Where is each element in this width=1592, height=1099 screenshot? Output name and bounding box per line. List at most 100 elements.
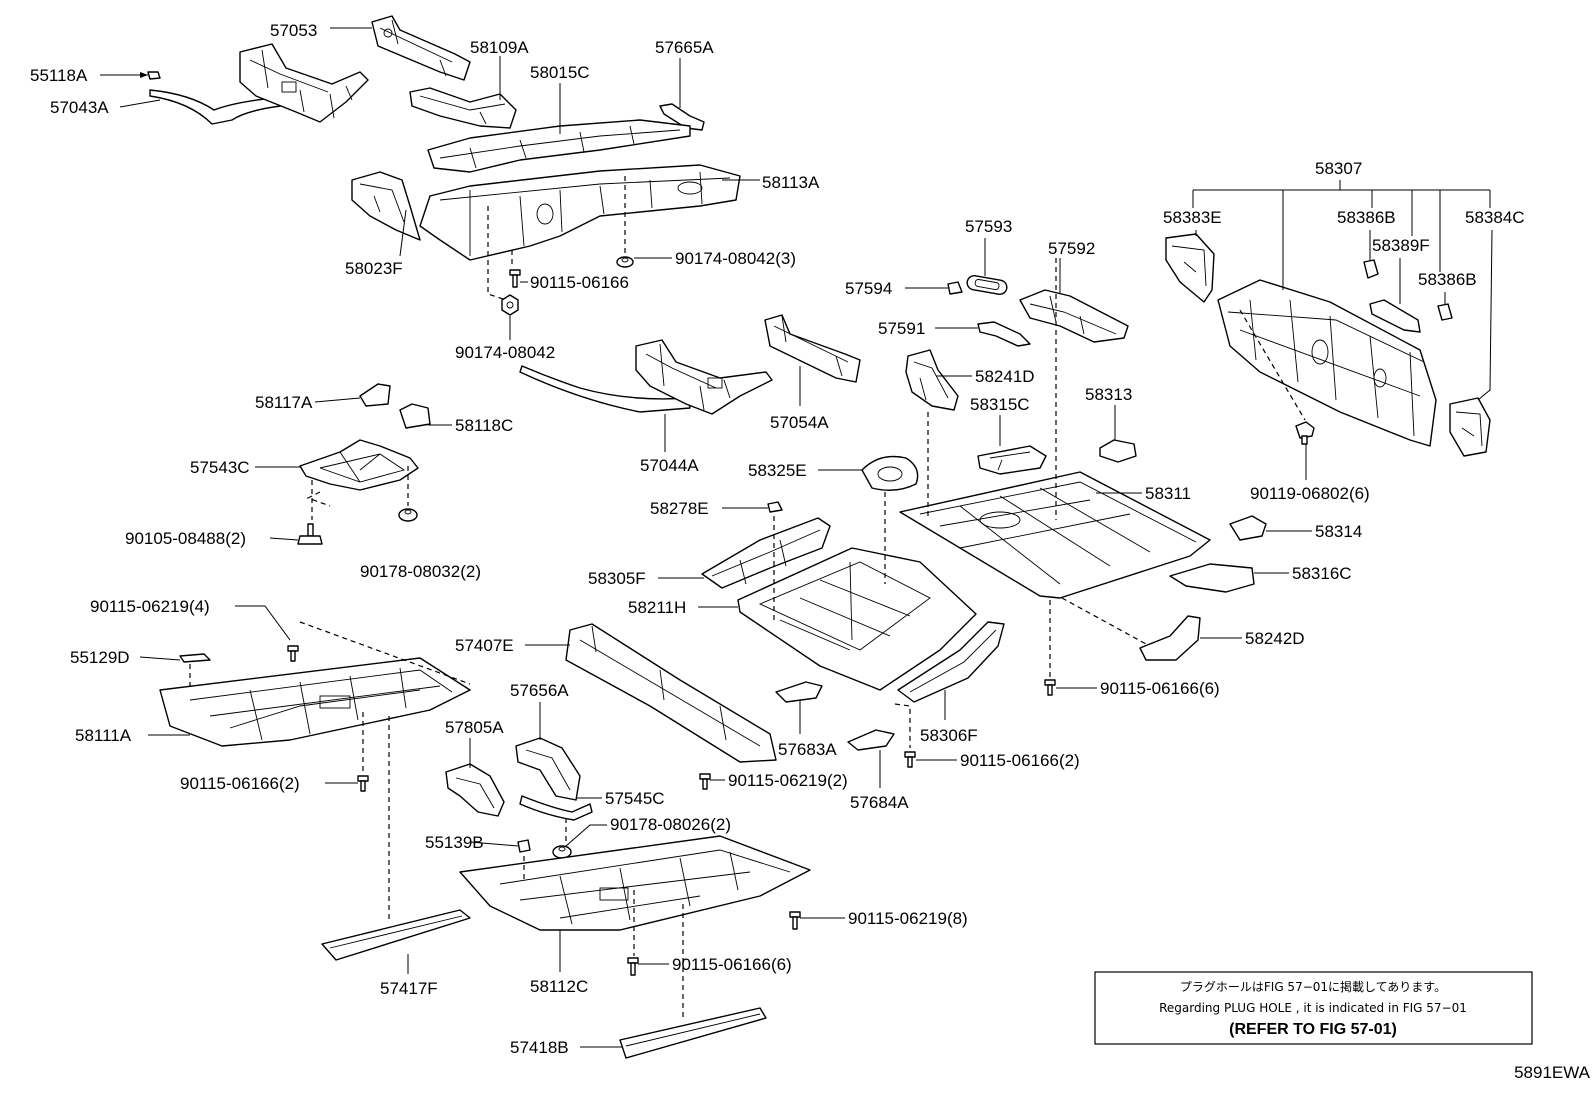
callout-90178-08032-2: 90178-08032(2) (360, 562, 481, 581)
callout-90119-06802-6: 90119-06802(6) (1250, 484, 1370, 503)
part-55129D (179, 653, 211, 663)
part-55139B (517, 839, 531, 853)
callout-57594: 57594 (845, 279, 892, 298)
callout-57684A: 57684A (850, 793, 909, 812)
callout-57043A: 57043A (50, 98, 109, 117)
nut-90178-08032 (398, 508, 418, 522)
callout-90115-06219-2: 90115-06219(2) (728, 771, 848, 790)
callout-58315C: 58315C (970, 395, 1030, 414)
part-58389F (1369, 299, 1421, 333)
callout-58313: 58313 (1085, 385, 1132, 404)
callout-90105-08488-2: 90105-08488(2) (125, 529, 246, 548)
callout-57591: 57591 (878, 319, 925, 338)
part-58383E (1165, 233, 1215, 303)
callout-58015C: 58015C (530, 63, 590, 82)
callout-58389F: 58389F (1372, 236, 1430, 255)
callout-90115-06219-4: 90115-06219(4) (90, 597, 210, 616)
bolt-90115-06219-8 (789, 911, 801, 930)
part-57594 (947, 281, 963, 295)
callout-90174-08042: 90174-08042 (455, 343, 555, 362)
callout-labels: 57053 55118A 57043A 58109A 57665A 58015C… (30, 21, 1525, 1057)
callout-58113A: 58113A (762, 173, 820, 192)
part-58325E (861, 455, 919, 491)
bolt-90115-06219-2 (699, 773, 711, 790)
callout-58111A: 58111A (75, 726, 132, 745)
part-57053 (371, 15, 471, 81)
part-55118A (147, 71, 161, 80)
part-57043A (149, 43, 369, 125)
callout-58023F: 58023F (345, 259, 403, 278)
callout-58241D: 58241D (975, 367, 1035, 386)
part-58384C (1449, 397, 1491, 457)
part-57656A (515, 737, 581, 801)
part-58241D (905, 349, 959, 411)
callout-90174-08042-3: 90174-08042(3) (675, 249, 796, 268)
part-57684A (847, 729, 895, 751)
callout-57044A: 57044A (640, 456, 699, 475)
bolt-90115-06166-6-lower (627, 957, 639, 976)
part-58111A (159, 657, 471, 747)
bolt-90119-06802 (1295, 421, 1315, 445)
part-58314 (1229, 515, 1267, 541)
callout-58386B: 58386B (1337, 208, 1396, 227)
callout-90178-08026-2: 90178-08026(2) (610, 815, 731, 834)
nut-90174-08042-3 (616, 256, 634, 268)
part-58313 (1099, 439, 1137, 463)
callout-58211H: 58211H (628, 598, 686, 617)
part-57591 (977, 321, 1031, 347)
part-58109A (409, 87, 517, 129)
callout-57418B: 57418B (510, 1038, 569, 1057)
part-58211H (737, 547, 977, 691)
bolt-90115-06166-6-right (1044, 679, 1056, 696)
callout-58109A: 58109A (470, 38, 529, 57)
part-57417F (321, 909, 471, 961)
part-57805A (445, 763, 505, 817)
callout-90115-06166-2-right: 90115-06166(2) (960, 751, 1080, 770)
callout-90115-06166-6-lower: 90115-06166(6) (672, 955, 792, 974)
part-57665A (659, 103, 705, 131)
callout-57545C: 57545C (605, 789, 665, 808)
callout-58325E: 58325E (748, 461, 807, 480)
part-58386B-lower (1437, 303, 1453, 321)
part-57683A (775, 681, 823, 703)
part-58112C (459, 835, 811, 931)
bolt-90105-08488 (297, 523, 323, 545)
callout-57593: 57593 (965, 217, 1012, 236)
callout-55129D: 55129D (70, 648, 130, 667)
part-58306F (897, 621, 1005, 703)
callout-58311: 58311 (1145, 484, 1191, 503)
note-reference: (REFER TO FIG 57-01) (1229, 1021, 1397, 1038)
part-57044A (519, 339, 773, 415)
diagram-code: 5891EWA (1514, 1063, 1591, 1082)
part-58023F (351, 171, 421, 241)
callout-57054A: 57054A (770, 413, 829, 432)
part-57593 (966, 275, 1008, 295)
part-57545C (519, 795, 593, 821)
callout-57683A: 57683A (778, 740, 837, 759)
callout-58118C: 58118C (455, 416, 513, 435)
callout-57407E: 57407E (455, 636, 514, 655)
callout-58383E: 58383E (1163, 208, 1222, 227)
part-58316C (1169, 563, 1255, 593)
reference-note: プラグホールはFIG 57−01に掲載してあります。 Regarding PLU… (1094, 971, 1533, 1045)
callout-58305F: 58305F (588, 569, 646, 588)
callout-58386B-lower: 58386B (1418, 270, 1477, 289)
part-58386B (1363, 259, 1379, 279)
alignment-lines (189, 176, 1306, 1020)
bolt-90115-06219-4 (287, 645, 299, 662)
part-57054A (764, 314, 861, 383)
callout-58278E: 58278E (650, 499, 709, 518)
callout-58112C: 58112C (530, 977, 588, 996)
nut-90174-08042 (501, 294, 519, 316)
callout-58307: 58307 (1315, 159, 1362, 178)
part-58311 (899, 471, 1211, 599)
part-58015C (427, 119, 691, 173)
bolt-90115-06166 (509, 269, 521, 288)
callout-57592: 57592 (1048, 239, 1095, 258)
callout-58384C: 58384C (1465, 208, 1525, 227)
callout-90115-06166-2-left: 90115-06166(2) (180, 774, 300, 793)
note-english: Regarding PLUG HOLE , it is indicated in… (1159, 1001, 1467, 1015)
part-57592 (1019, 289, 1129, 343)
callout-58314: 58314 (1315, 522, 1362, 541)
